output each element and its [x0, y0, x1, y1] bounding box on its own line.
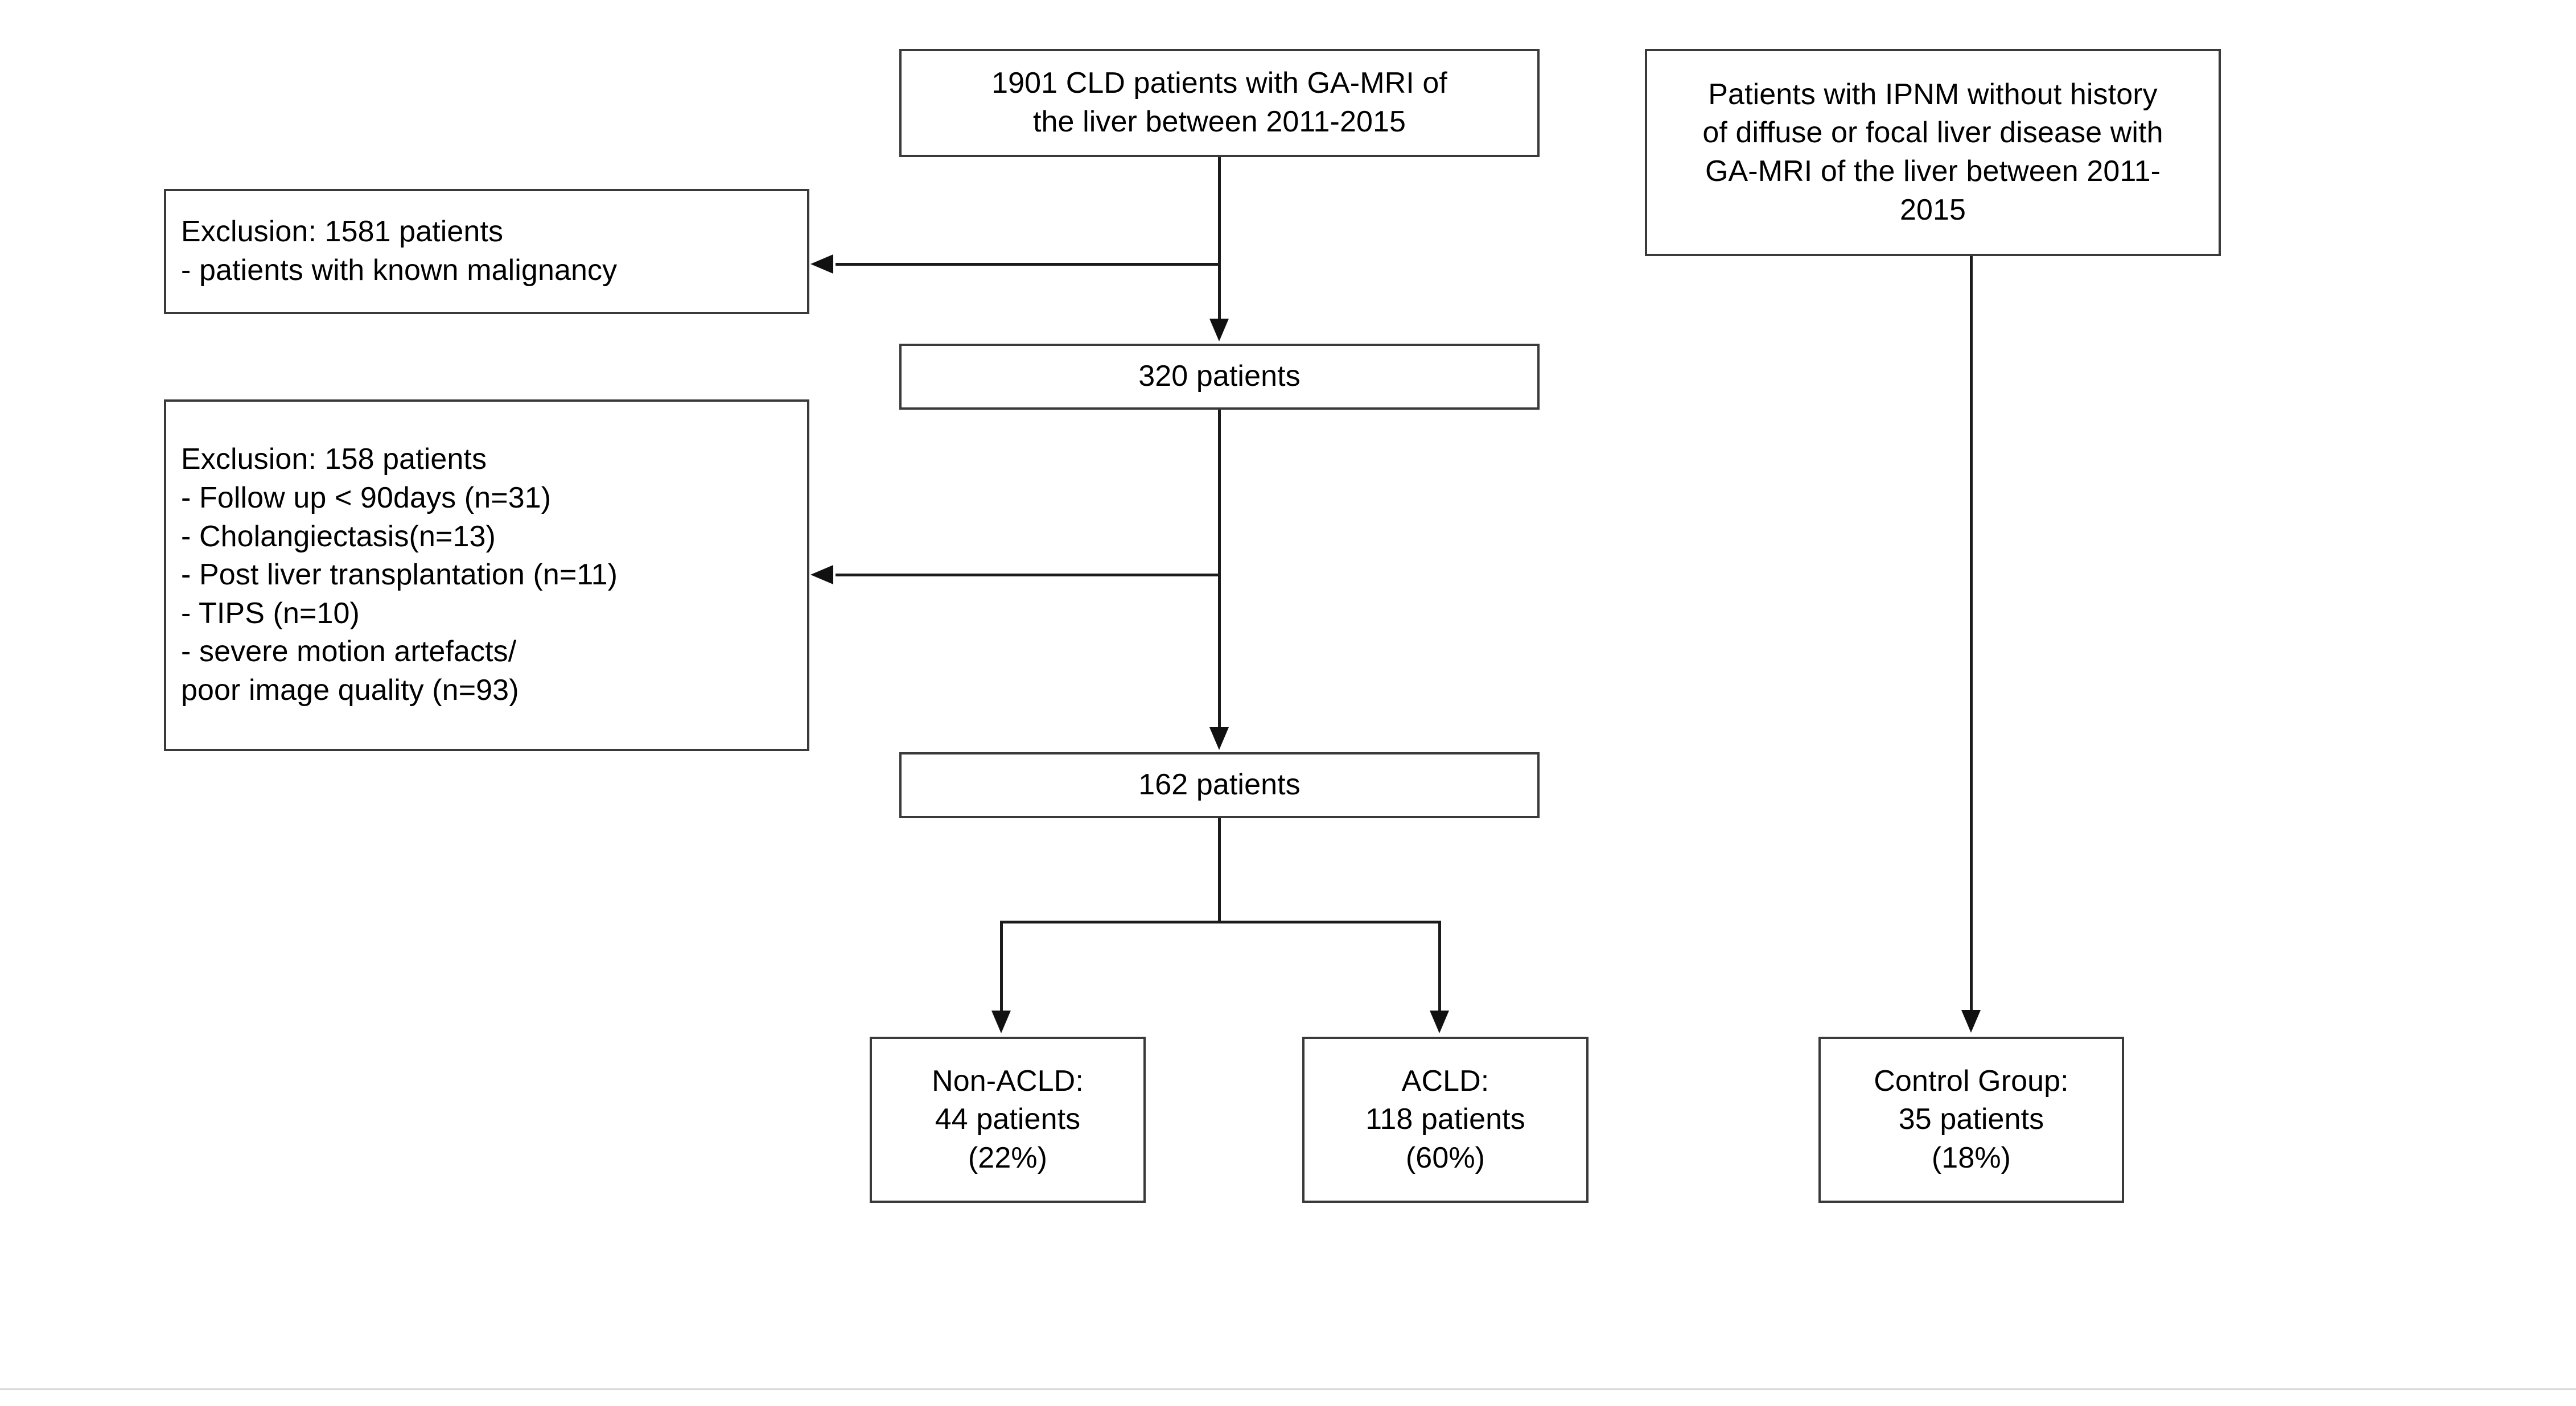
- node-source-ipnm-line-1: Patients with IPNM without history: [1708, 77, 2158, 111]
- node-exclusion-2-line-4: - Post liver transplantation (n=11): [181, 558, 618, 592]
- node-source-cld-line-2: the liver between 2011-2015: [1032, 105, 1406, 138]
- connector-cld-to-320-arrowhead: [1209, 319, 1229, 341]
- connector-split-to-non-acld-line: [1000, 921, 1003, 1012]
- page-bottom-rule: [0, 1388, 2576, 1390]
- node-exclusion-2-line-3: - Cholangiectasis(n=13): [181, 519, 496, 553]
- node-group-non-acld-line-3: (22%): [968, 1141, 1048, 1174]
- node-exclusion-2-line-1: Exclusion: 158 patients: [181, 443, 487, 476]
- node-group-non-acld: Non-ACLD: 44 patients (22%): [870, 1037, 1146, 1203]
- connector-320-to-exclusion-1-arrowhead: [810, 254, 833, 274]
- node-group-control-line-2: 35 patients: [1898, 1103, 2044, 1136]
- connector-162-split-stem: [1218, 818, 1221, 922]
- connector-320-to-exclusion-1-line: [836, 263, 1220, 266]
- node-cohort-320-line-1: 320 patients: [1138, 360, 1301, 393]
- connector-ipnm-to-control-arrowhead: [1961, 1010, 1981, 1033]
- node-source-cld-line-1: 1901 CLD patients with GA-MRI of: [991, 67, 1447, 100]
- node-group-acld: ACLD: 118 patients (60%): [1302, 1037, 1589, 1203]
- node-group-acld-line-3: (60%): [1405, 1141, 1485, 1174]
- node-group-acld-line-1: ACLD:: [1401, 1064, 1489, 1098]
- node-exclusion-1: Exclusion: 1581 patients - patients with…: [164, 189, 809, 314]
- node-group-control-line-3: (18%): [1931, 1141, 2011, 1174]
- node-exclusion-2-line-7: poor image quality (n=93): [181, 673, 519, 707]
- node-group-non-acld-line-2: 44 patients: [935, 1103, 1081, 1136]
- node-source-ipnm-line-3: GA-MRI of the liver between 2011-: [1705, 155, 2161, 188]
- node-exclusion-2-line-2: - Follow up < 90days (n=31): [181, 481, 552, 515]
- node-cohort-162-line-1: 162 patients: [1138, 768, 1301, 802]
- connector-split-to-acld-line: [1438, 921, 1441, 1012]
- connector-320-to-162-arrowhead: [1209, 727, 1229, 750]
- node-source-ipnm: Patients with IPNM without history of di…: [1645, 49, 2221, 256]
- node-cohort-162: 162 patients: [899, 752, 1540, 818]
- connector-162-split-bar: [1000, 921, 1441, 923]
- node-group-acld-line-2: 118 patients: [1365, 1103, 1525, 1136]
- node-exclusion-1-line-1: Exclusion: 1581 patients: [181, 215, 504, 249]
- node-group-control: Control Group: 35 patients (18%): [1818, 1037, 2124, 1203]
- node-exclusion-1-line-2: - patients with known malignancy: [181, 254, 618, 287]
- connector-cld-to-320-line: [1218, 157, 1221, 321]
- node-source-cld: 1901 CLD patients with GA-MRI of the liv…: [899, 49, 1540, 157]
- node-group-control-line-1: Control Group:: [1874, 1064, 2069, 1098]
- node-source-ipnm-line-2: of diffuse or focal liver disease with: [1702, 116, 2163, 150]
- node-group-non-acld-line-1: Non-ACLD:: [932, 1064, 1084, 1098]
- connector-ipnm-to-control-line: [1970, 256, 1973, 1012]
- node-exclusion-2: Exclusion: 158 patients - Follow up < 90…: [164, 399, 809, 751]
- connector-162-to-exclusion-2-line: [836, 574, 1220, 576]
- node-exclusion-2-line-6: - severe motion artefacts/: [181, 635, 517, 669]
- connector-split-to-non-acld-arrowhead: [991, 1011, 1011, 1033]
- node-exclusion-2-line-5: - TIPS (n=10): [181, 596, 360, 630]
- node-source-ipnm-line-4: 2015: [1899, 193, 1966, 226]
- node-cohort-320: 320 patients: [899, 344, 1540, 410]
- connector-split-to-acld-arrowhead: [1430, 1011, 1449, 1033]
- connector-320-to-162-line: [1218, 410, 1221, 729]
- connector-162-to-exclusion-2-arrowhead: [810, 565, 833, 584]
